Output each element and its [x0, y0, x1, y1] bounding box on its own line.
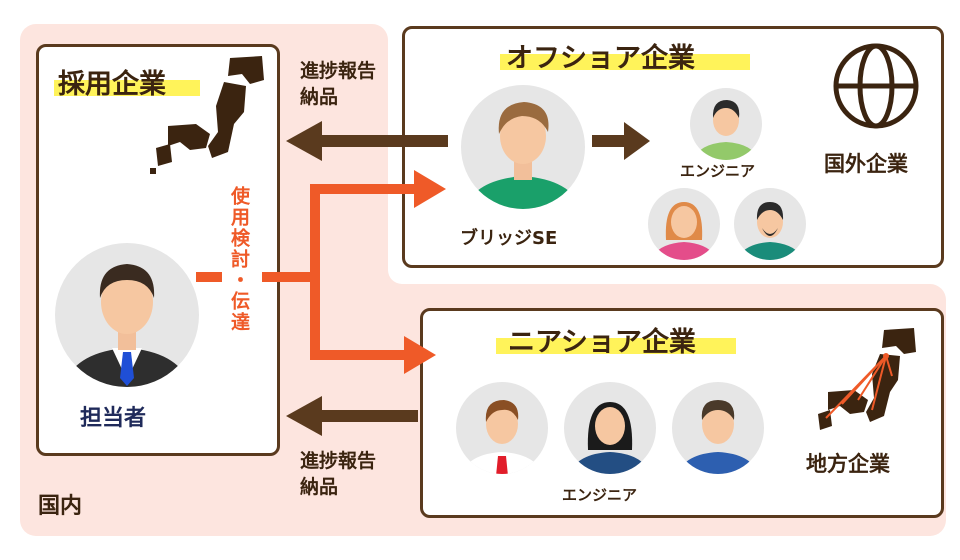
offshore-highlight [500, 54, 750, 70]
hiring-company-title: 採用企業 [58, 69, 166, 100]
offshore-company-title: オフショア企業 [506, 43, 695, 74]
globe-icon [833, 43, 919, 129]
foreign-company-label: 国外企業 [824, 152, 908, 176]
bridge-se-avatar [461, 85, 585, 209]
offshore-engineer-avatar-3 [734, 188, 806, 260]
use-consider-label: 使用検討・伝達 [228, 186, 250, 333]
nearshore-highlight [496, 338, 736, 354]
nearshore-engineer-avatar-2 [564, 382, 656, 474]
person-in-charge-label: 担当者 [80, 406, 147, 431]
arrow-nearshore-to-hiring [286, 396, 418, 436]
japan-map-icon [150, 56, 264, 174]
hiring-company-highlight [54, 80, 200, 96]
nearshore-engineer-label: エンジニア [562, 486, 638, 504]
regional-map-icon [818, 328, 916, 430]
progress-top-label-2: 納品 [300, 86, 339, 108]
nearshore-engineer-avatar-1 [456, 382, 548, 474]
progress-bottom-label-2: 納品 [300, 476, 339, 498]
offshore-engineer-avatar-2 [648, 188, 720, 260]
arrow-use-consider [196, 170, 446, 374]
progress-top-label-1: 進捗報告 [300, 60, 377, 82]
bridge-se-label: ブリッジSE [460, 228, 558, 249]
progress-bottom-label-1: 進捗報告 [300, 450, 377, 472]
arrow-offshore-to-hiring [286, 121, 448, 161]
nearshore-company-title: ニアショア企業 [508, 327, 696, 358]
offshore-engineer-avatar-1 [690, 88, 762, 160]
nearshore-engineer-avatar-3 [672, 382, 764, 474]
regional-company-label: 地方企業 [806, 452, 890, 476]
arrow-bridge-to-engineers [592, 122, 650, 160]
person-in-charge-avatar [55, 243, 199, 387]
offshore-engineer-label: エンジニア [680, 162, 756, 180]
domestic-label: 国内 [38, 494, 83, 519]
